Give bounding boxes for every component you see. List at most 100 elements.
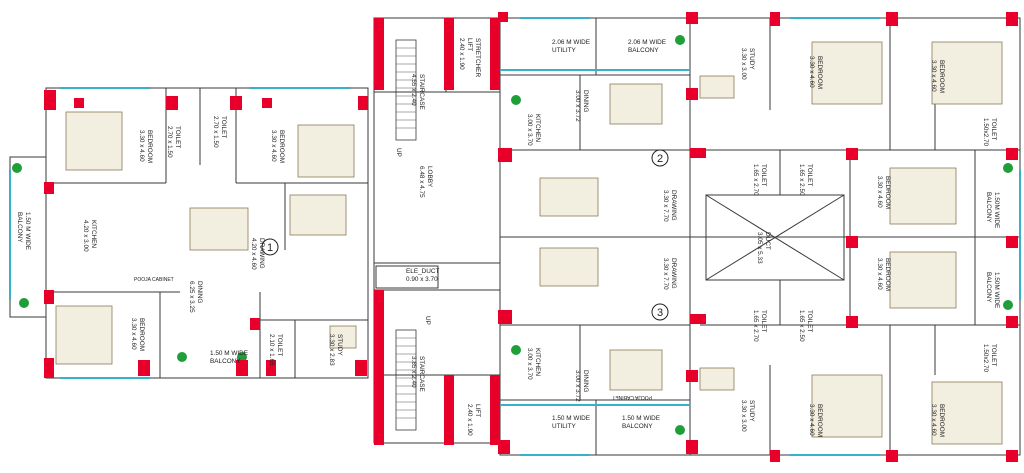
- room-label-line: 2.40 x 1.90: [458, 38, 465, 70]
- room-label-line: LIFT: [474, 404, 481, 417]
- room-label-line: 2.06 M WIDE: [552, 39, 590, 46]
- room-label-line: 0.90 x 3.70: [406, 276, 438, 283]
- room-label-line: DINING: [582, 90, 589, 112]
- room-label-line: DUCT: [764, 232, 771, 250]
- bed-icon: [811, 374, 883, 438]
- room-label-line: BEDROOM: [884, 176, 891, 209]
- room-label-line: TOILET: [990, 118, 997, 140]
- room-label-line: 1.65 x 2.70: [752, 164, 759, 196]
- room-label-line: STUDY: [336, 334, 343, 356]
- room-label-line: TOILET: [276, 334, 283, 356]
- room-label-line: 3.30 x 3.00: [740, 48, 747, 80]
- room-label-line: TOILET: [760, 310, 767, 332]
- room-label-line: 3.30 x 4.60: [930, 404, 937, 436]
- pooja-cabinet-label: POOJA CABINET: [612, 394, 652, 400]
- plant-icon: [675, 425, 685, 435]
- plant-icon: [237, 352, 247, 362]
- plant-icon: [511, 95, 521, 105]
- room-label-line: STAIRCASE: [418, 74, 425, 110]
- room-label-line: 1.50x2.70: [982, 118, 989, 147]
- dining-table-icon: [609, 349, 663, 391]
- room-label-line: BEDROOM: [816, 56, 823, 89]
- room-label-line: 4.20 x 3.00: [82, 220, 89, 252]
- room-label-line: ELE_DUCT: [406, 268, 439, 275]
- bed-icon: [931, 381, 1003, 445]
- room-label-line: DRAWING: [670, 190, 677, 221]
- dining-table-icon: [189, 207, 249, 251]
- room-label-line: STUDY: [748, 48, 755, 70]
- room-label-line: 6.25 x 3.25: [188, 281, 195, 313]
- room-label-line: 3.30 x 4.60: [138, 130, 145, 162]
- room-label-line: 3.00 x 3.70: [526, 348, 533, 380]
- room-label-line: 3.30 x 4.60: [930, 60, 937, 92]
- room-label-line: DINING: [582, 370, 589, 392]
- pooja-cabinet-label: POOJA CABINET: [134, 277, 174, 283]
- plant-icon: [12, 163, 22, 173]
- room-label-line: TOILET: [806, 164, 813, 186]
- room-label-line: BEDROOM: [146, 130, 153, 163]
- room-label-line: STUDY: [748, 400, 755, 422]
- room-label-line: LIFT: [466, 38, 473, 51]
- room-label-line: 3.30 x 3.00: [740, 400, 747, 432]
- room-label-line: 3.30 x 4.60: [270, 130, 277, 162]
- walls: [9, 17, 1021, 456]
- up-arrow-label: UP: [395, 148, 402, 157]
- room-label-line: 3.00 x 3.72: [574, 370, 581, 402]
- room-label-line: TOILET: [174, 126, 181, 148]
- bed-icon: [55, 305, 113, 365]
- room-label-line: 2.10 x 1.65: [268, 334, 275, 366]
- room-label-line: 6.48 x 4.75: [418, 166, 425, 198]
- room-label-line: 1.50 M WIDE: [552, 415, 590, 422]
- room-label-line: TOILET: [806, 310, 813, 332]
- room-label-line: 1.50 M WIDE: [622, 415, 660, 422]
- staircase-bottom: [395, 329, 417, 431]
- room-label-line: 1.50 M WIDE: [210, 350, 248, 357]
- room-label-line: BEDROOM: [884, 258, 891, 291]
- plant-icon: [511, 345, 521, 355]
- room-label-line: 3.30 x 7.70: [662, 258, 669, 290]
- room-label-line: 1.65 x 2.50: [798, 310, 805, 342]
- room-label-line: 3.30 x 4.60: [130, 318, 137, 350]
- staircase-top: [395, 39, 417, 141]
- bed-icon: [889, 251, 957, 309]
- room-label-line: 2.06 M WIDE: [628, 39, 666, 46]
- room-label-line: 3.00 x 3.70: [526, 114, 533, 146]
- room-label-line: 3.00 x 3.72: [574, 90, 581, 122]
- columns: [44, 12, 1018, 462]
- unit-2-number: 2: [657, 153, 663, 165]
- dining-table-icon: [609, 83, 663, 125]
- room-label-line: 4.55 x 2.40: [410, 74, 417, 106]
- plant-icon: [675, 35, 685, 45]
- room-label-line: 3.30 x 2.83: [328, 334, 335, 366]
- sofa-icon: [539, 177, 599, 217]
- room-label-line: TOILET: [220, 116, 227, 138]
- room-label-line: KITCHEN: [90, 220, 97, 248]
- room-label-line: 4.20 x 4.60: [250, 238, 257, 270]
